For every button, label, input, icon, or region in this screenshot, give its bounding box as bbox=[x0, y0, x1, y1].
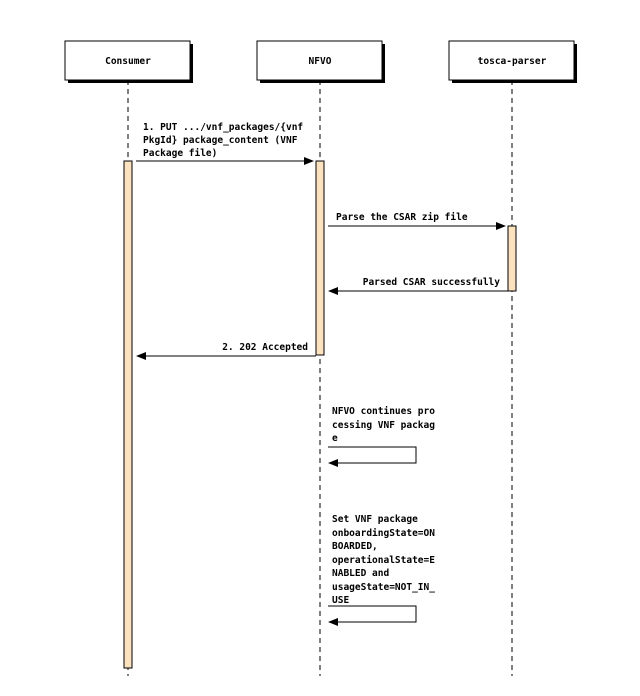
message-nfvo-continues-processing: NFVO continues pro cessing VNF packag e bbox=[328, 406, 435, 467]
message-parse-csar: Parse the CSAR zip file bbox=[328, 212, 506, 230]
message-5-line-2: cessing VNF packag bbox=[332, 420, 435, 431]
actor-consumer-label: Consumer bbox=[105, 56, 151, 67]
message-1-line-2: PkgId} package_content (VNF bbox=[143, 135, 298, 146]
arrowhead bbox=[328, 618, 338, 626]
message-6-line-3: BOARDED, bbox=[332, 541, 378, 552]
message-5-line-3: e bbox=[332, 433, 338, 444]
actor-nfvo: NFVO bbox=[256, 40, 385, 83]
arrowhead bbox=[328, 459, 338, 467]
message-6-line-5: NABLED and bbox=[332, 568, 389, 579]
message-4-label: 2. 202 Accepted bbox=[222, 342, 308, 353]
message-6-line-7: USE bbox=[332, 595, 349, 606]
message-put-package-content: 1. PUT .../vnf_packages/{vnf PkgId} pack… bbox=[136, 122, 314, 165]
message-5-line-1: NFVO continues pro bbox=[332, 406, 435, 417]
message-202-accepted: 2. 202 Accepted bbox=[136, 342, 316, 360]
message-3-label: Parsed CSAR successfully bbox=[363, 277, 501, 288]
arrowhead bbox=[304, 157, 314, 165]
message-1-line-3: Package file) bbox=[143, 148, 217, 159]
actor-nfvo-label: NFVO bbox=[309, 56, 332, 67]
message-6-line-2: onboardingState=ON bbox=[332, 528, 435, 539]
tosca-parser-activation bbox=[507, 225, 517, 292]
actor-tosca-parser: tosca-parser bbox=[448, 40, 577, 83]
message-2-label: Parse the CSAR zip file bbox=[336, 212, 468, 223]
arrowhead bbox=[328, 287, 338, 295]
actor-tosca-parser-label: tosca-parser bbox=[478, 56, 547, 67]
message-1-line-1: 1. PUT .../vnf_packages/{vnf bbox=[143, 122, 303, 133]
nfvo-activation bbox=[315, 160, 325, 356]
message-parsed-csar: Parsed CSAR successfully bbox=[328, 277, 508, 295]
message-set-vnf-package-state: Set VNF package onboardingState=ON BOARD… bbox=[328, 514, 435, 626]
message-6-line-6: usageState=NOT_IN_ bbox=[332, 582, 435, 593]
message-6-line-1: Set VNF package bbox=[332, 514, 418, 525]
message-6-line-4: operationalState=E bbox=[332, 555, 435, 566]
consumer-activation bbox=[123, 160, 133, 669]
arrowhead bbox=[136, 352, 146, 360]
arrowhead bbox=[496, 222, 506, 230]
actor-consumer: Consumer bbox=[64, 40, 193, 83]
